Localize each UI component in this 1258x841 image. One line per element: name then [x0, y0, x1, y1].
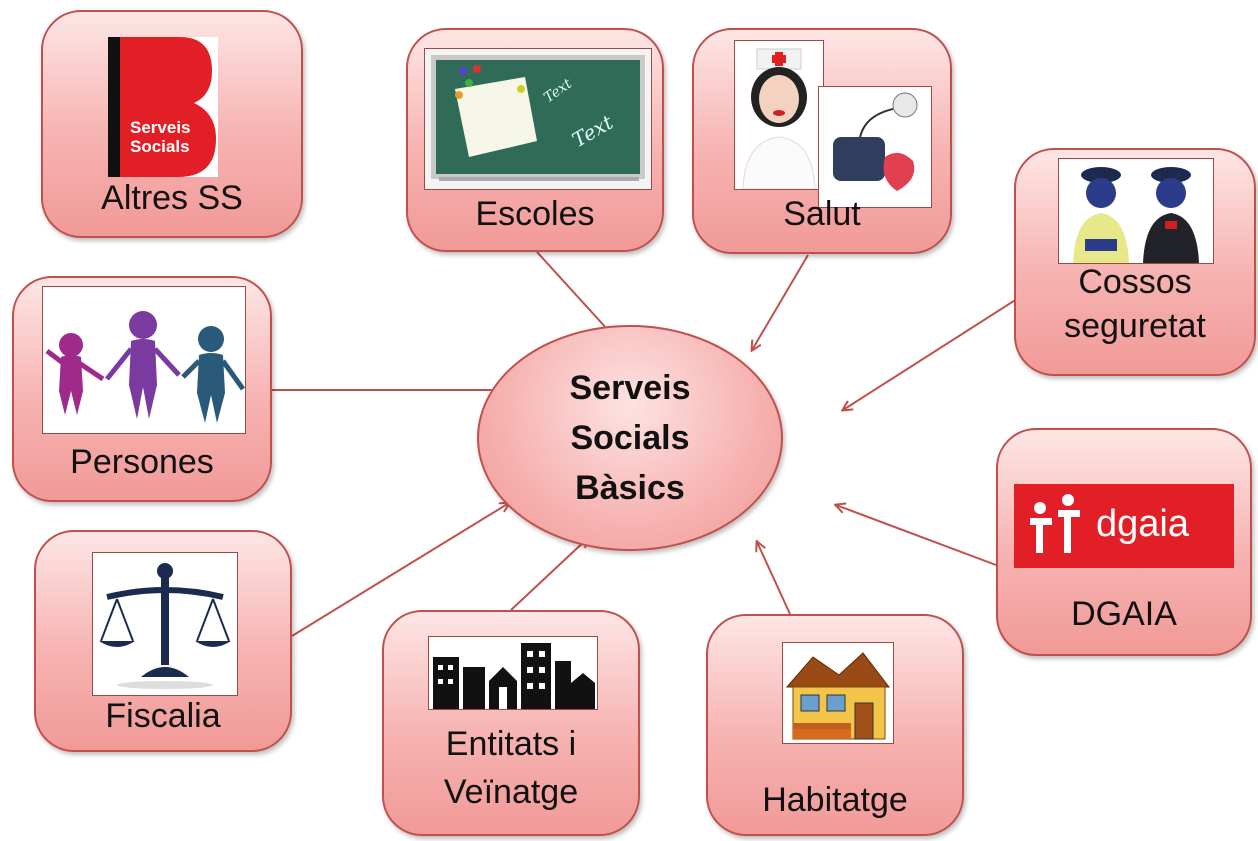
logo-text-serveis: Serveis: [130, 118, 191, 137]
arrow-fiscalia: [291, 503, 509, 637]
node-label-dgaia: DGAIA: [1071, 595, 1177, 633]
arrow-habitatge: [757, 542, 791, 615]
node-escoles: Text Text Escoles: [406, 28, 664, 252]
arrow-dgaia: [836, 505, 997, 566]
node-salut: Salut: [692, 28, 952, 254]
node-altres-ss: Serveis Socials Altres SS: [41, 10, 303, 238]
center-node-serveis-socials-basics: Serveis Socials Bàsics: [477, 325, 783, 551]
police-image: [1058, 158, 1214, 264]
scales-of-justice-image: [92, 552, 238, 696]
node-label-salut: Salut: [783, 195, 861, 233]
node-label-cossos: Cossos: [1078, 263, 1192, 301]
node-persones: Persones: [12, 276, 272, 502]
node-cossos-seguretat: Cossos seguretat: [1014, 148, 1256, 376]
chalkboard-image: Text Text: [424, 48, 652, 190]
dgaia-logo-text: dgaia: [1096, 503, 1189, 545]
people-image: [42, 286, 246, 434]
serveis-socials-logo: Serveis Socials: [108, 37, 218, 177]
center-line-2: Socials: [570, 419, 690, 457]
node-fiscalia: Fiscalia: [34, 530, 292, 752]
house-image: [782, 642, 894, 744]
center-line-1: Serveis: [569, 369, 691, 407]
arrow-cossos: [843, 296, 1021, 410]
node-label-escoles: Escoles: [475, 195, 595, 233]
node-label-persones: Persones: [70, 443, 214, 481]
node-habitatge: Habitatge: [706, 614, 964, 836]
logo-text-socials: Socials: [130, 137, 190, 156]
arrow-entitats: [510, 538, 588, 611]
blood-pressure-image: [818, 86, 932, 208]
nurse-image: [734, 40, 824, 190]
dgaia-logo: dgaia: [1014, 484, 1234, 568]
node-label-habitatge: Habitatge: [762, 781, 908, 819]
node-label-fiscalia: Fiscalia: [105, 697, 221, 735]
node-label-entitats: Entitats i: [445, 725, 577, 763]
node-label-veinatge: Veïnatge: [443, 773, 579, 811]
node-entitats-veinatge: Entitats i Veïnatge: [382, 610, 640, 836]
buildings-image: [428, 636, 598, 710]
arrow-salut: [752, 254, 809, 350]
node-label-altres-ss: Altres SS: [101, 179, 243, 217]
node-label-seguretat: seguretat: [1064, 307, 1206, 345]
center-line-3: Bàsics: [575, 469, 685, 507]
node-dgaia: dgaia DGAIA: [996, 428, 1252, 656]
